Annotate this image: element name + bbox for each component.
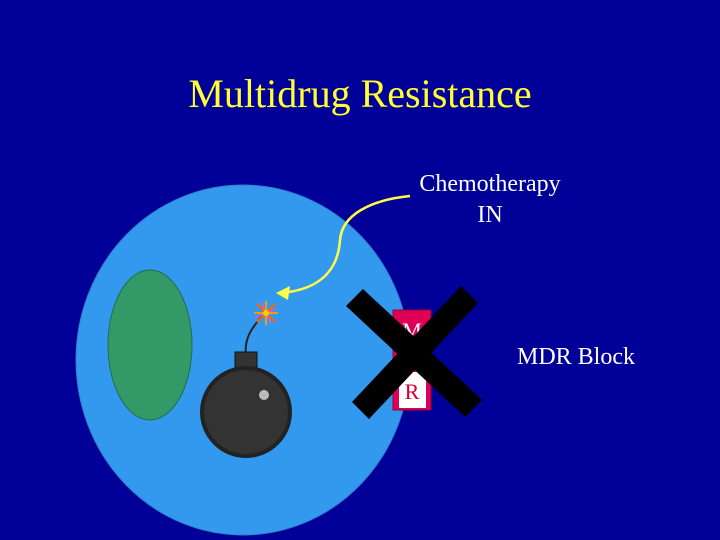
pump-bottom-letter: R — [405, 379, 420, 404]
spark-icon — [254, 301, 278, 325]
nucleus — [107, 269, 193, 421]
curved-arrow-icon — [276, 286, 290, 300]
slide-title: Multidrug Resistance — [188, 71, 532, 116]
mdr-block-label: MDR Block — [516, 344, 635, 370]
chemo-label-line1: Chemotherapy — [419, 171, 561, 197]
chemo-arrow — [279, 194, 411, 295]
bomb-icon — [200, 315, 292, 458]
chemo-label-line2: IN — [477, 202, 503, 228]
block-x-icon — [346, 286, 482, 419]
chemo-label: Chemotherapy IN — [400, 169, 580, 231]
